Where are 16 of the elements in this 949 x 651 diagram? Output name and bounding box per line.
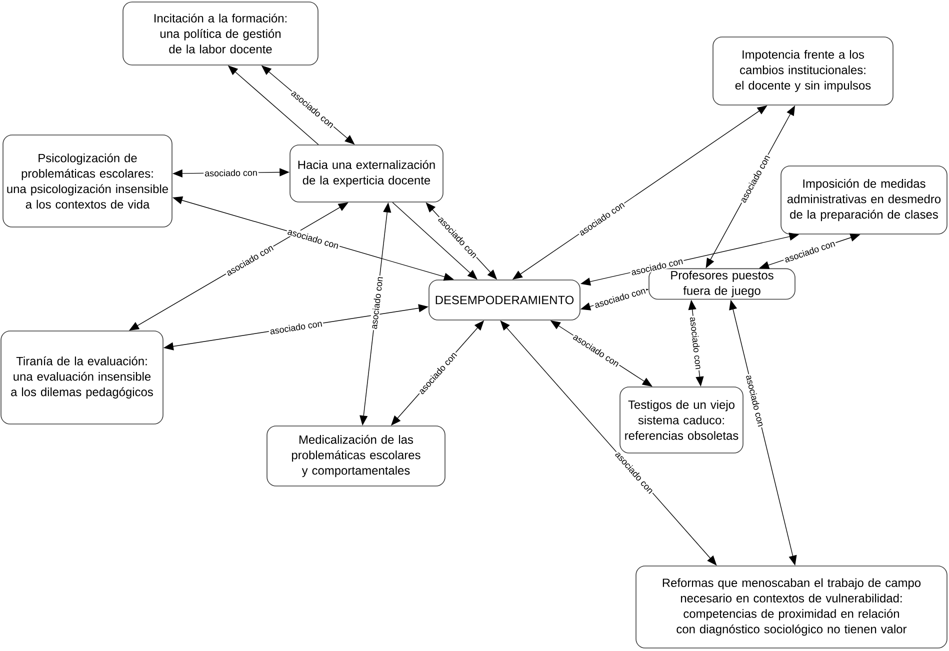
concept-box: Incitación a la formación: una política de gestión de la labor docente — [122, 2, 318, 66]
edge-label: asociado con — [688, 315, 704, 371]
concept-box: DESEMPODERAMIENTO — [428, 280, 580, 320]
edge-label: asociado con — [369, 275, 384, 331]
edge-label: asociado con — [268, 318, 324, 336]
edge-label: asociado con — [592, 286, 648, 310]
concept-box: Hacia una externalización de la experticia docente — [290, 144, 444, 202]
concept-box: Impotencia frente a los cambios institucionales: el docente y sin impulsos — [712, 36, 894, 106]
edge-label: asociado con — [286, 226, 341, 250]
concept-box: Reformas que menoscaban el trabajo de campo necesario en contextos de vulnerabilidad: competencias de proximidad en relación con diagnóstico sociológico no tienen valor — [636, 566, 948, 648]
edge-label: asociado con — [204, 168, 258, 178]
concept-box: Imposición de medidas administrativas en desmedro de la preparación de clases — [780, 166, 948, 234]
concept-box: Psicologización de problemáticas escolares: una psicologización insensible a los contextos de vida — [2, 134, 172, 228]
concept-box: Medicalización de las problemáticas escolares y comportamentales — [266, 426, 446, 486]
edge-label: asociado con — [744, 373, 766, 428]
concept-box: Tiranía de la evaluación: una evaluación insensible a los dilemas pedagógicos — [0, 330, 164, 424]
